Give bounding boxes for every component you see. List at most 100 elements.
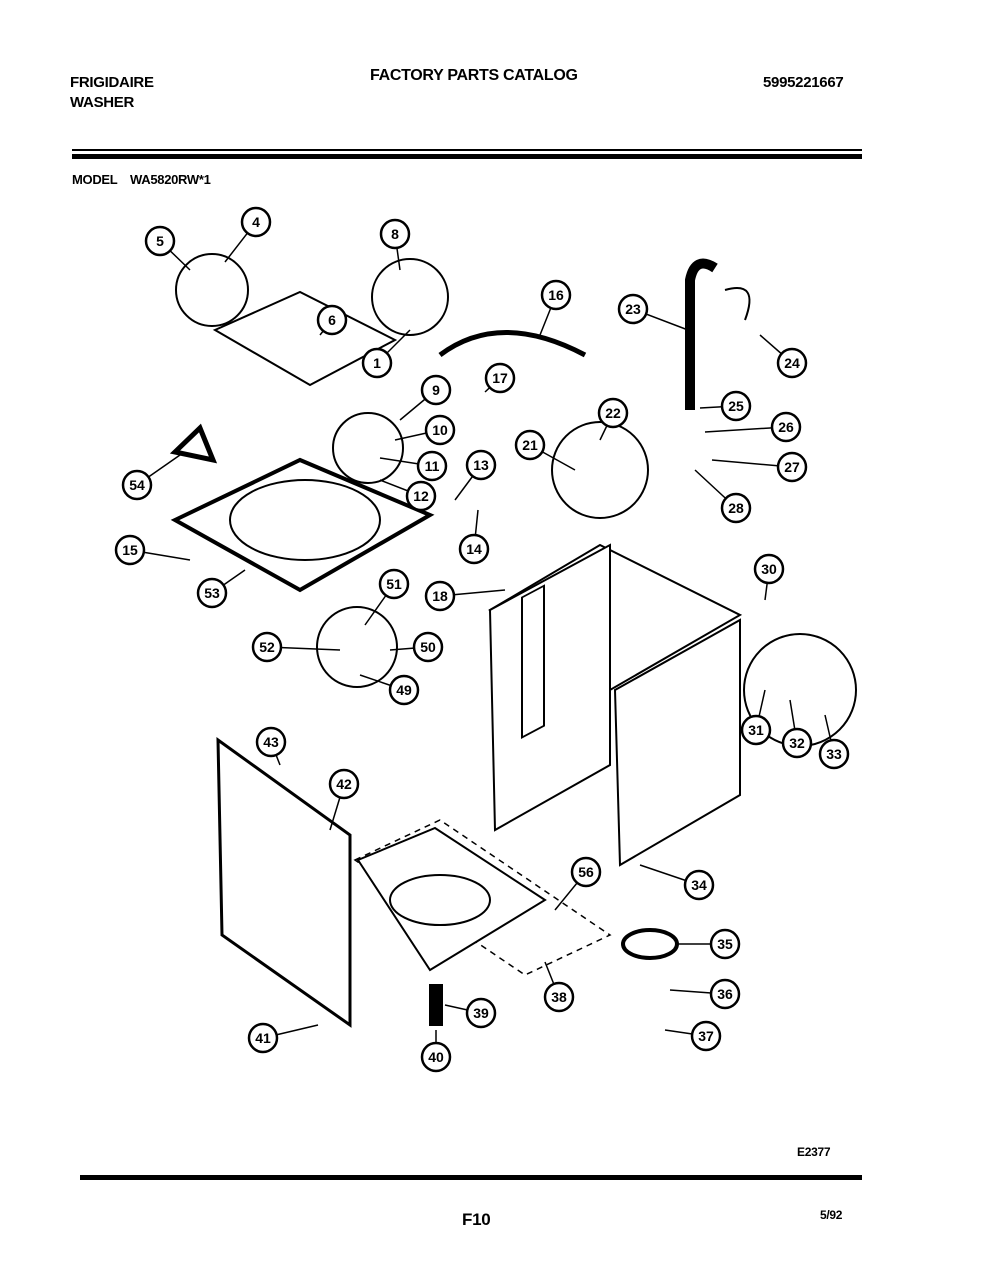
page-title: FACTORY PARTS CATALOG — [370, 67, 578, 84]
base-part — [353, 819, 612, 976]
callout-number: 16 — [548, 287, 564, 303]
drain-hose-part — [685, 258, 718, 410]
footer-rule — [80, 1175, 862, 1180]
detail-circle-bracket — [316, 606, 398, 688]
callout-number: 49 — [396, 682, 412, 698]
model-label: MODEL — [72, 172, 118, 187]
callout-part-1: 1 — [361, 347, 393, 379]
callout-part-50: 50 — [412, 631, 444, 663]
callout-number: 51 — [386, 576, 402, 592]
callout-circle — [424, 580, 456, 612]
callout-number: 42 — [336, 776, 352, 792]
callout-circle — [770, 411, 802, 443]
top-panel-part — [170, 457, 435, 593]
callout-number: 30 — [761, 561, 777, 577]
callout-number: 27 — [784, 459, 800, 475]
callout-part-39: 39 — [465, 997, 497, 1029]
callout-number: 24 — [784, 355, 800, 371]
callout-number: 41 — [255, 1030, 271, 1046]
callout-number: 15 — [122, 542, 138, 558]
callout-circle — [420, 374, 452, 406]
callout-circle — [378, 568, 410, 600]
callout-part-22: 22 — [597, 397, 629, 429]
callout-part-38: 38 — [543, 981, 575, 1013]
callout-number: 38 — [551, 989, 567, 1005]
drawing-id: E2377 — [797, 1145, 831, 1159]
callout-number: 21 — [522, 437, 538, 453]
detail-circle-switch — [332, 412, 404, 484]
callout-number: 4 — [252, 214, 260, 230]
callout-part-30: 30 — [753, 553, 785, 585]
tub-opening — [229, 479, 381, 561]
callout-part-43: 43 — [255, 726, 287, 758]
callout-circle — [540, 279, 572, 311]
callout-part-53: 53 — [196, 577, 228, 609]
power-cord-part — [438, 330, 587, 358]
callout-number: 32 — [789, 735, 805, 751]
callout-number: 8 — [391, 226, 399, 242]
callout-part-25: 25 — [720, 390, 752, 422]
callout-circle — [776, 451, 808, 483]
callout-number: 25 — [728, 398, 744, 414]
callout-circle — [818, 738, 850, 770]
brand-name: FRIGIDAIRE — [70, 74, 154, 91]
callout-circle — [379, 218, 411, 250]
callout-circle — [420, 1041, 452, 1073]
callout-part-28: 28 — [720, 492, 752, 524]
callout-circle — [114, 534, 146, 566]
callout-circle — [740, 714, 772, 746]
cabinet-side-panel — [488, 543, 611, 832]
callout-circle — [617, 293, 649, 325]
callout-circle — [776, 347, 808, 379]
callout-circle — [753, 553, 785, 585]
callout-circle — [458, 533, 490, 565]
callout-number: 10 — [432, 422, 448, 438]
callout-circle — [251, 631, 283, 663]
front-panel-part — [216, 737, 352, 1028]
callout-number: 1 — [373, 355, 381, 371]
callout-number: 54 — [129, 477, 145, 493]
callout-circle — [709, 928, 741, 960]
callout-part-41: 41 — [247, 1022, 279, 1054]
product-type: WASHER — [70, 94, 135, 111]
callout-part-9: 9 — [420, 374, 452, 406]
callout-part-12: 12 — [405, 480, 437, 512]
callout-part-18: 18 — [424, 580, 456, 612]
callout-number: 43 — [263, 734, 279, 750]
callout-part-52: 52 — [251, 631, 283, 663]
callout-circle — [709, 978, 741, 1010]
callout-number: 53 — [204, 585, 220, 601]
callout-number: 6 — [328, 312, 336, 328]
callout-number: 12 — [413, 488, 429, 504]
callout-circle — [121, 469, 153, 501]
callout-circle — [328, 768, 360, 800]
callout-number: 40 — [428, 1049, 444, 1065]
callout-part-42: 42 — [328, 768, 360, 800]
callout-part-37: 37 — [690, 1020, 722, 1052]
callout-part-16: 16 — [540, 279, 572, 311]
callout-number: 18 — [432, 588, 448, 604]
callout-number: 17 — [492, 370, 508, 386]
callout-part-13: 13 — [465, 449, 497, 481]
callout-part-56: 56 — [570, 856, 602, 888]
callout-part-33: 33 — [818, 738, 850, 770]
callout-part-36: 36 — [709, 978, 741, 1010]
callout-circle — [361, 347, 393, 379]
callout-circle — [465, 997, 497, 1029]
callout-number: 52 — [259, 639, 275, 655]
callout-number: 5 — [156, 233, 164, 249]
callout-circle — [781, 727, 813, 759]
callout-part-51: 51 — [378, 568, 410, 600]
page-number: F10 — [462, 1210, 491, 1229]
callout-part-17: 17 — [484, 362, 516, 394]
callout-part-40: 40 — [420, 1041, 452, 1073]
callout-circle — [484, 362, 516, 394]
callout-circle — [720, 492, 752, 524]
callout-number: 33 — [826, 746, 842, 762]
callout-part-8: 8 — [379, 218, 411, 250]
callout-circle — [405, 480, 437, 512]
callout-part-10: 10 — [424, 414, 456, 446]
callout-number: 37 — [698, 1028, 714, 1044]
leveling-leg-part — [429, 984, 443, 1026]
